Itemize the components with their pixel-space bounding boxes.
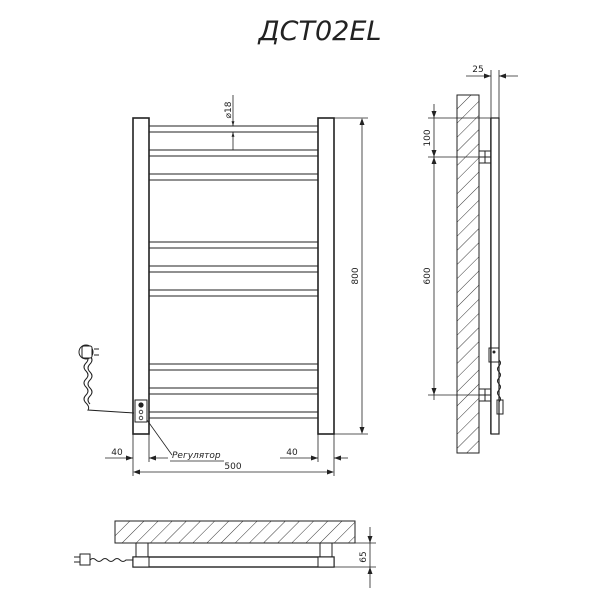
crossbar (148, 125, 319, 133)
left-bracket (135, 542, 149, 558)
side-view: 25 100 600 (423, 65, 518, 454)
right-bracket (319, 542, 333, 558)
top-view: 65 (74, 520, 376, 588)
left-offset-label: 40 (111, 448, 123, 458)
crossbar (148, 265, 319, 273)
wall-top-section (114, 520, 356, 544)
top-depth-dimension: 65 (334, 527, 376, 588)
left-post (132, 117, 150, 435)
top-plug-icon (74, 553, 133, 566)
top-profile (132, 556, 335, 568)
drawing-title: ДСТ02EL (258, 16, 382, 47)
width-dimensions: 40 40 500 (105, 434, 348, 476)
right-post (317, 117, 335, 435)
mount-spacing-label: 600 (423, 267, 433, 284)
regulator-box (134, 399, 148, 423)
height-label: 800 (351, 267, 361, 284)
heater-profile (490, 117, 500, 435)
regulator: Регулятор (134, 399, 224, 462)
crossbar (148, 241, 319, 249)
crossbar (148, 173, 319, 181)
crossbars (148, 125, 319, 419)
plug-icon (78, 344, 99, 360)
wall-section (456, 94, 480, 454)
crossbar (148, 363, 319, 371)
crossbar (148, 289, 319, 297)
depth-dimension: 25 (466, 65, 518, 118)
crossbar (148, 411, 319, 419)
depth-label: 25 (472, 65, 483, 75)
pipe-diameter-dimension: ⌀18 (220, 95, 246, 150)
power-cord (78, 344, 135, 414)
crossbar (148, 387, 319, 395)
heating-element (488, 347, 504, 415)
top-mount (478, 150, 492, 164)
front-view: ⌀18 800 (78, 95, 368, 476)
height-dimension: 800 (334, 117, 368, 435)
top-offset-label: 100 (423, 129, 433, 146)
bottom-mount (478, 388, 492, 402)
width-label: 500 (224, 462, 241, 472)
regulator-label: Регулятор (172, 451, 221, 461)
right-offset-label: 40 (286, 448, 298, 458)
crossbar (148, 149, 319, 157)
pipe-diameter-label: ⌀18 (224, 101, 234, 118)
top-depth-label: 65 (359, 551, 369, 562)
mount-dimensions: 100 600 (423, 104, 491, 400)
